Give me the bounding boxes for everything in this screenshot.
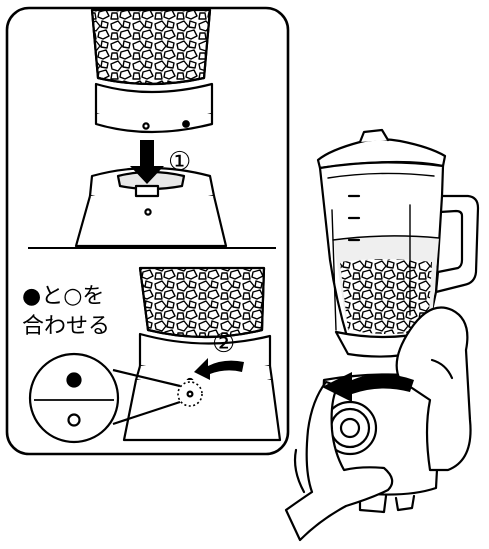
- step2-illustration: [124, 268, 280, 440]
- hollow-dot-icon: [69, 415, 80, 426]
- caption-line-1: ●と○を: [22, 284, 104, 310]
- filled-dot-icon: [68, 374, 81, 387]
- blender-right: [286, 130, 478, 540]
- caption-line-2: 合わせる: [22, 314, 110, 340]
- step2-marker: ②: [212, 329, 235, 359]
- step1-marker: ①: [168, 147, 191, 177]
